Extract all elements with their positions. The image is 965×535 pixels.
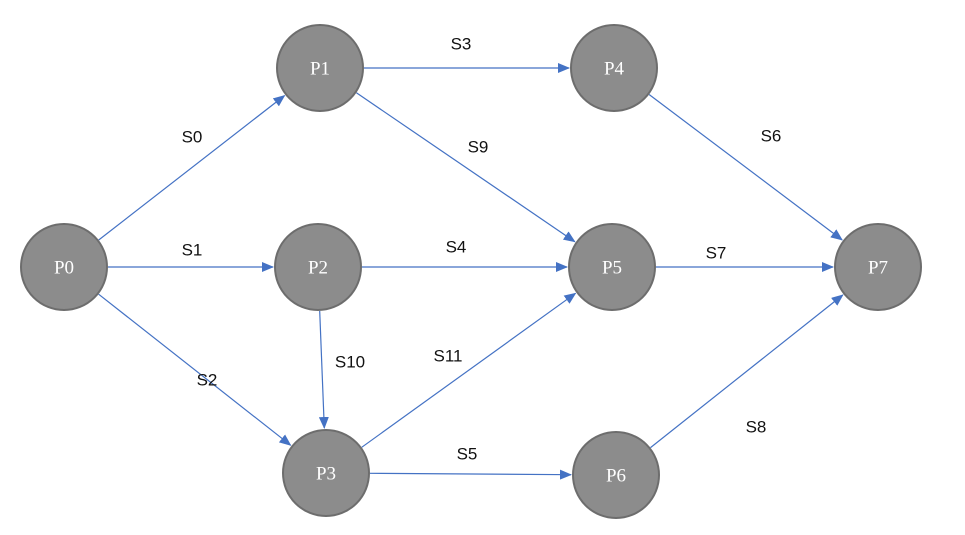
edge-label-s3: S3 [451, 35, 472, 54]
node-p5: P5 [568, 223, 656, 311]
edge-arrow-s8 [650, 294, 844, 449]
node-p2: P2 [274, 223, 362, 311]
edge-arrow-s0 [98, 94, 286, 241]
node-p4: P4 [570, 24, 658, 112]
edge-arrow-s11 [361, 292, 577, 448]
edge-arrow-s9 [356, 92, 576, 243]
edge-arrow-s10 [318, 310, 329, 429]
node-label-p2: P2 [308, 258, 328, 279]
node-label-p7: P7 [868, 258, 888, 279]
node-label-p6: P6 [606, 466, 626, 487]
edge-arrow-s6 [648, 94, 843, 241]
edge-label-s6: S6 [761, 127, 782, 146]
node-p7: P7 [834, 223, 922, 311]
edge-label-s5: S5 [457, 445, 478, 464]
node-circle-p7 [834, 223, 922, 311]
node-circle-p6 [572, 431, 660, 519]
node-circle-p4 [570, 24, 658, 112]
node-label-p1: P1 [310, 59, 330, 80]
edge-label-s7: S7 [706, 244, 727, 263]
edge-arrow-s5 [369, 469, 572, 480]
edge-label-s11: S11 [434, 347, 463, 366]
node-circle-p5 [568, 223, 656, 311]
node-circle-p1 [276, 24, 364, 112]
edge-label-s8: S8 [746, 418, 767, 437]
edge-label-s4: S4 [446, 238, 467, 257]
node-p0: P0 [20, 223, 108, 311]
node-circle-p2 [274, 223, 362, 311]
node-p3: P3 [282, 429, 370, 517]
node-label-p3: P3 [316, 464, 336, 485]
node-circle-p3 [282, 429, 370, 517]
edges-layer [98, 63, 844, 480]
node-p1: P1 [276, 24, 364, 112]
node-circle-p0 [20, 223, 108, 311]
edge-label-s0: S0 [182, 128, 203, 147]
edge-label-s9: S9 [468, 138, 489, 157]
node-label-p0: P0 [54, 258, 74, 279]
edge-label-s10: S10 [335, 353, 365, 372]
edge-arrow-s2 [98, 293, 292, 446]
edge-label-s1: S1 [182, 241, 203, 260]
edge-label-s2: S2 [197, 371, 218, 390]
node-label-p5: P5 [602, 258, 622, 279]
node-label-p4: P4 [604, 59, 625, 80]
node-p6: P6 [572, 431, 660, 519]
